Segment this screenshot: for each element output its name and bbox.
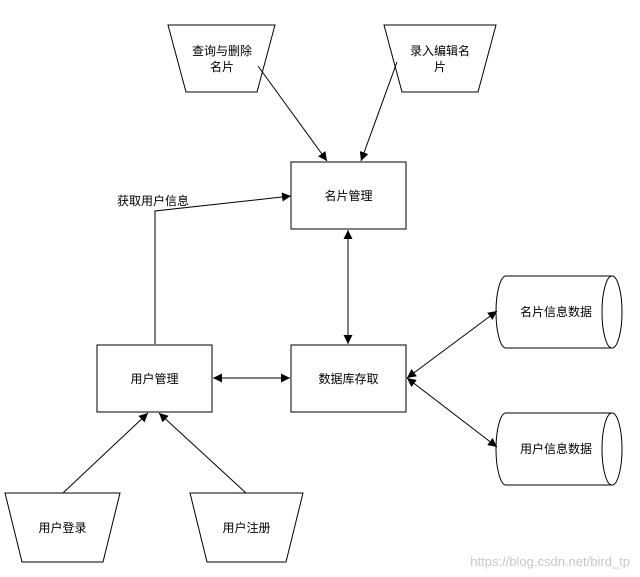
user-login-label: 用户登录 (38, 520, 87, 535)
user-login-shape (4, 492, 121, 563)
card-info-data-cap (601, 275, 613, 349)
user-info-data-label: 用户信息数据 (519, 442, 592, 456)
get-user-info-label: 获取用户信息 (117, 194, 190, 208)
card-info-data-label: 名片信息数据 (519, 305, 592, 319)
edge-user-management-to-card-management (154, 192, 292, 344)
user-management-label: 用户管理 (130, 371, 179, 386)
edge-query-to-card-management (257, 65, 328, 162)
entry-edit-shape (383, 24, 497, 93)
database-access-shape (290, 344, 407, 413)
database-access-label: 数据库存取 (318, 371, 379, 386)
query-delete-label: 查询与删除名片 (192, 44, 253, 74)
edge-login-to-user-management (62, 412, 149, 494)
user-register-label: 用户注册 (222, 520, 271, 535)
watermark: https://blog.csdn.net/bird_tp (470, 554, 630, 569)
user-management-shape (96, 344, 213, 413)
edge-database-user-info (406, 377, 498, 448)
edge-database-card-info (406, 310, 498, 379)
user-register-shape (189, 492, 304, 563)
edge-register-to-user-management (158, 412, 247, 494)
edge-entry-to-card-management (359, 61, 398, 162)
query-delete-shape (167, 24, 276, 93)
user-info-data-cap (601, 412, 613, 486)
card-management-shape (290, 161, 407, 230)
card-management-label: 名片管理 (324, 188, 373, 203)
entry-edit-label: 录入编辑名片 (410, 44, 471, 74)
